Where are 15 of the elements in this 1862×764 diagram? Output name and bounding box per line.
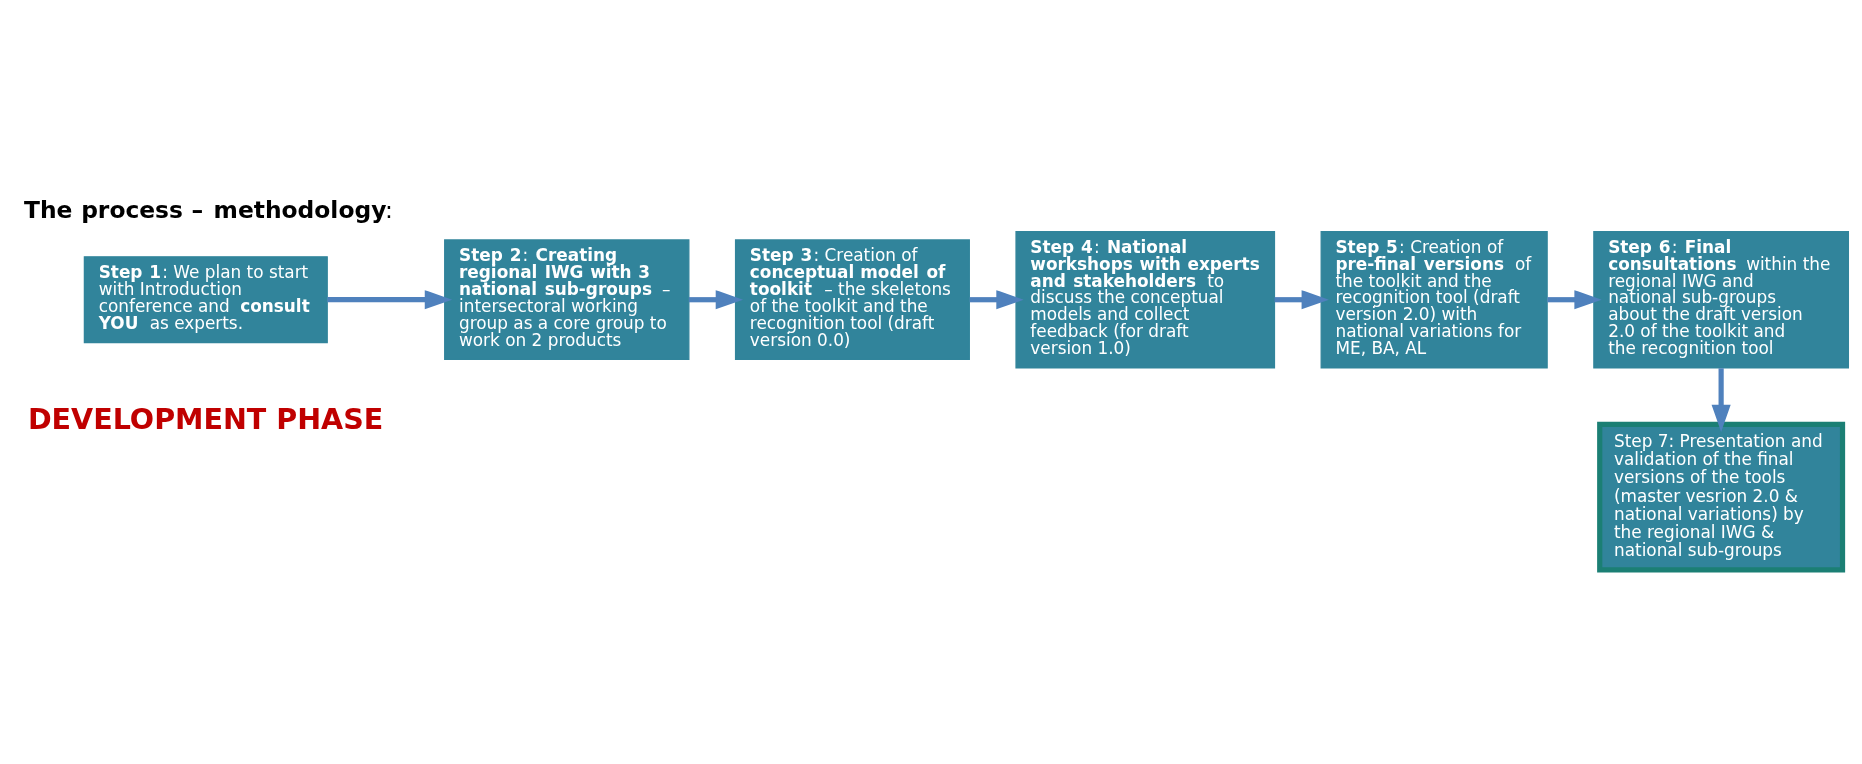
node-box: Step 7: Presentation and validation of the final versions of the tools (master vesrion 2.0 & national variations) by the regional IWG & national sub-groups <box>1597 421 1846 572</box>
node-box: Step 6: Final consultations within the regional IWG and national sub-groups about the draft version 2.0 of the toolkit and the recognition tool <box>1593 230 1850 369</box>
arrow <box>1274 289 1329 309</box>
arrow <box>688 289 744 309</box>
arrow <box>327 289 453 309</box>
node-box: Step 3: Creation of conceptual model of toolkit – the skeletons of the toolkit and the recognition tool (draft version 0.0) <box>734 238 970 360</box>
arrow <box>969 289 1024 309</box>
node-box: Step 2: Creating regional IWG with 3 national sub-groups – intersectoral working group as a core group to work on 2 products <box>444 238 690 360</box>
node-box: Step 4: National workshops with experts and stakeholders to discuss the conceptual models and collect feedback (for draft version 1.0) <box>1015 230 1276 369</box>
label: DEVELOPMENT PHASE <box>27 401 384 436</box>
arrow <box>1711 367 1731 432</box>
node-box: Step 1: We plan to start with Introduction conference and consult YOU as experts. <box>83 255 328 343</box>
node-box: Step 5: Creation of pre-final versions of the toolkit and the recognition tool (draft version 2.0) with national variations for ME, BA, AL <box>1320 230 1548 369</box>
diagram-title: The process – methodology: <box>24 195 393 224</box>
arrow <box>1547 289 1602 309</box>
